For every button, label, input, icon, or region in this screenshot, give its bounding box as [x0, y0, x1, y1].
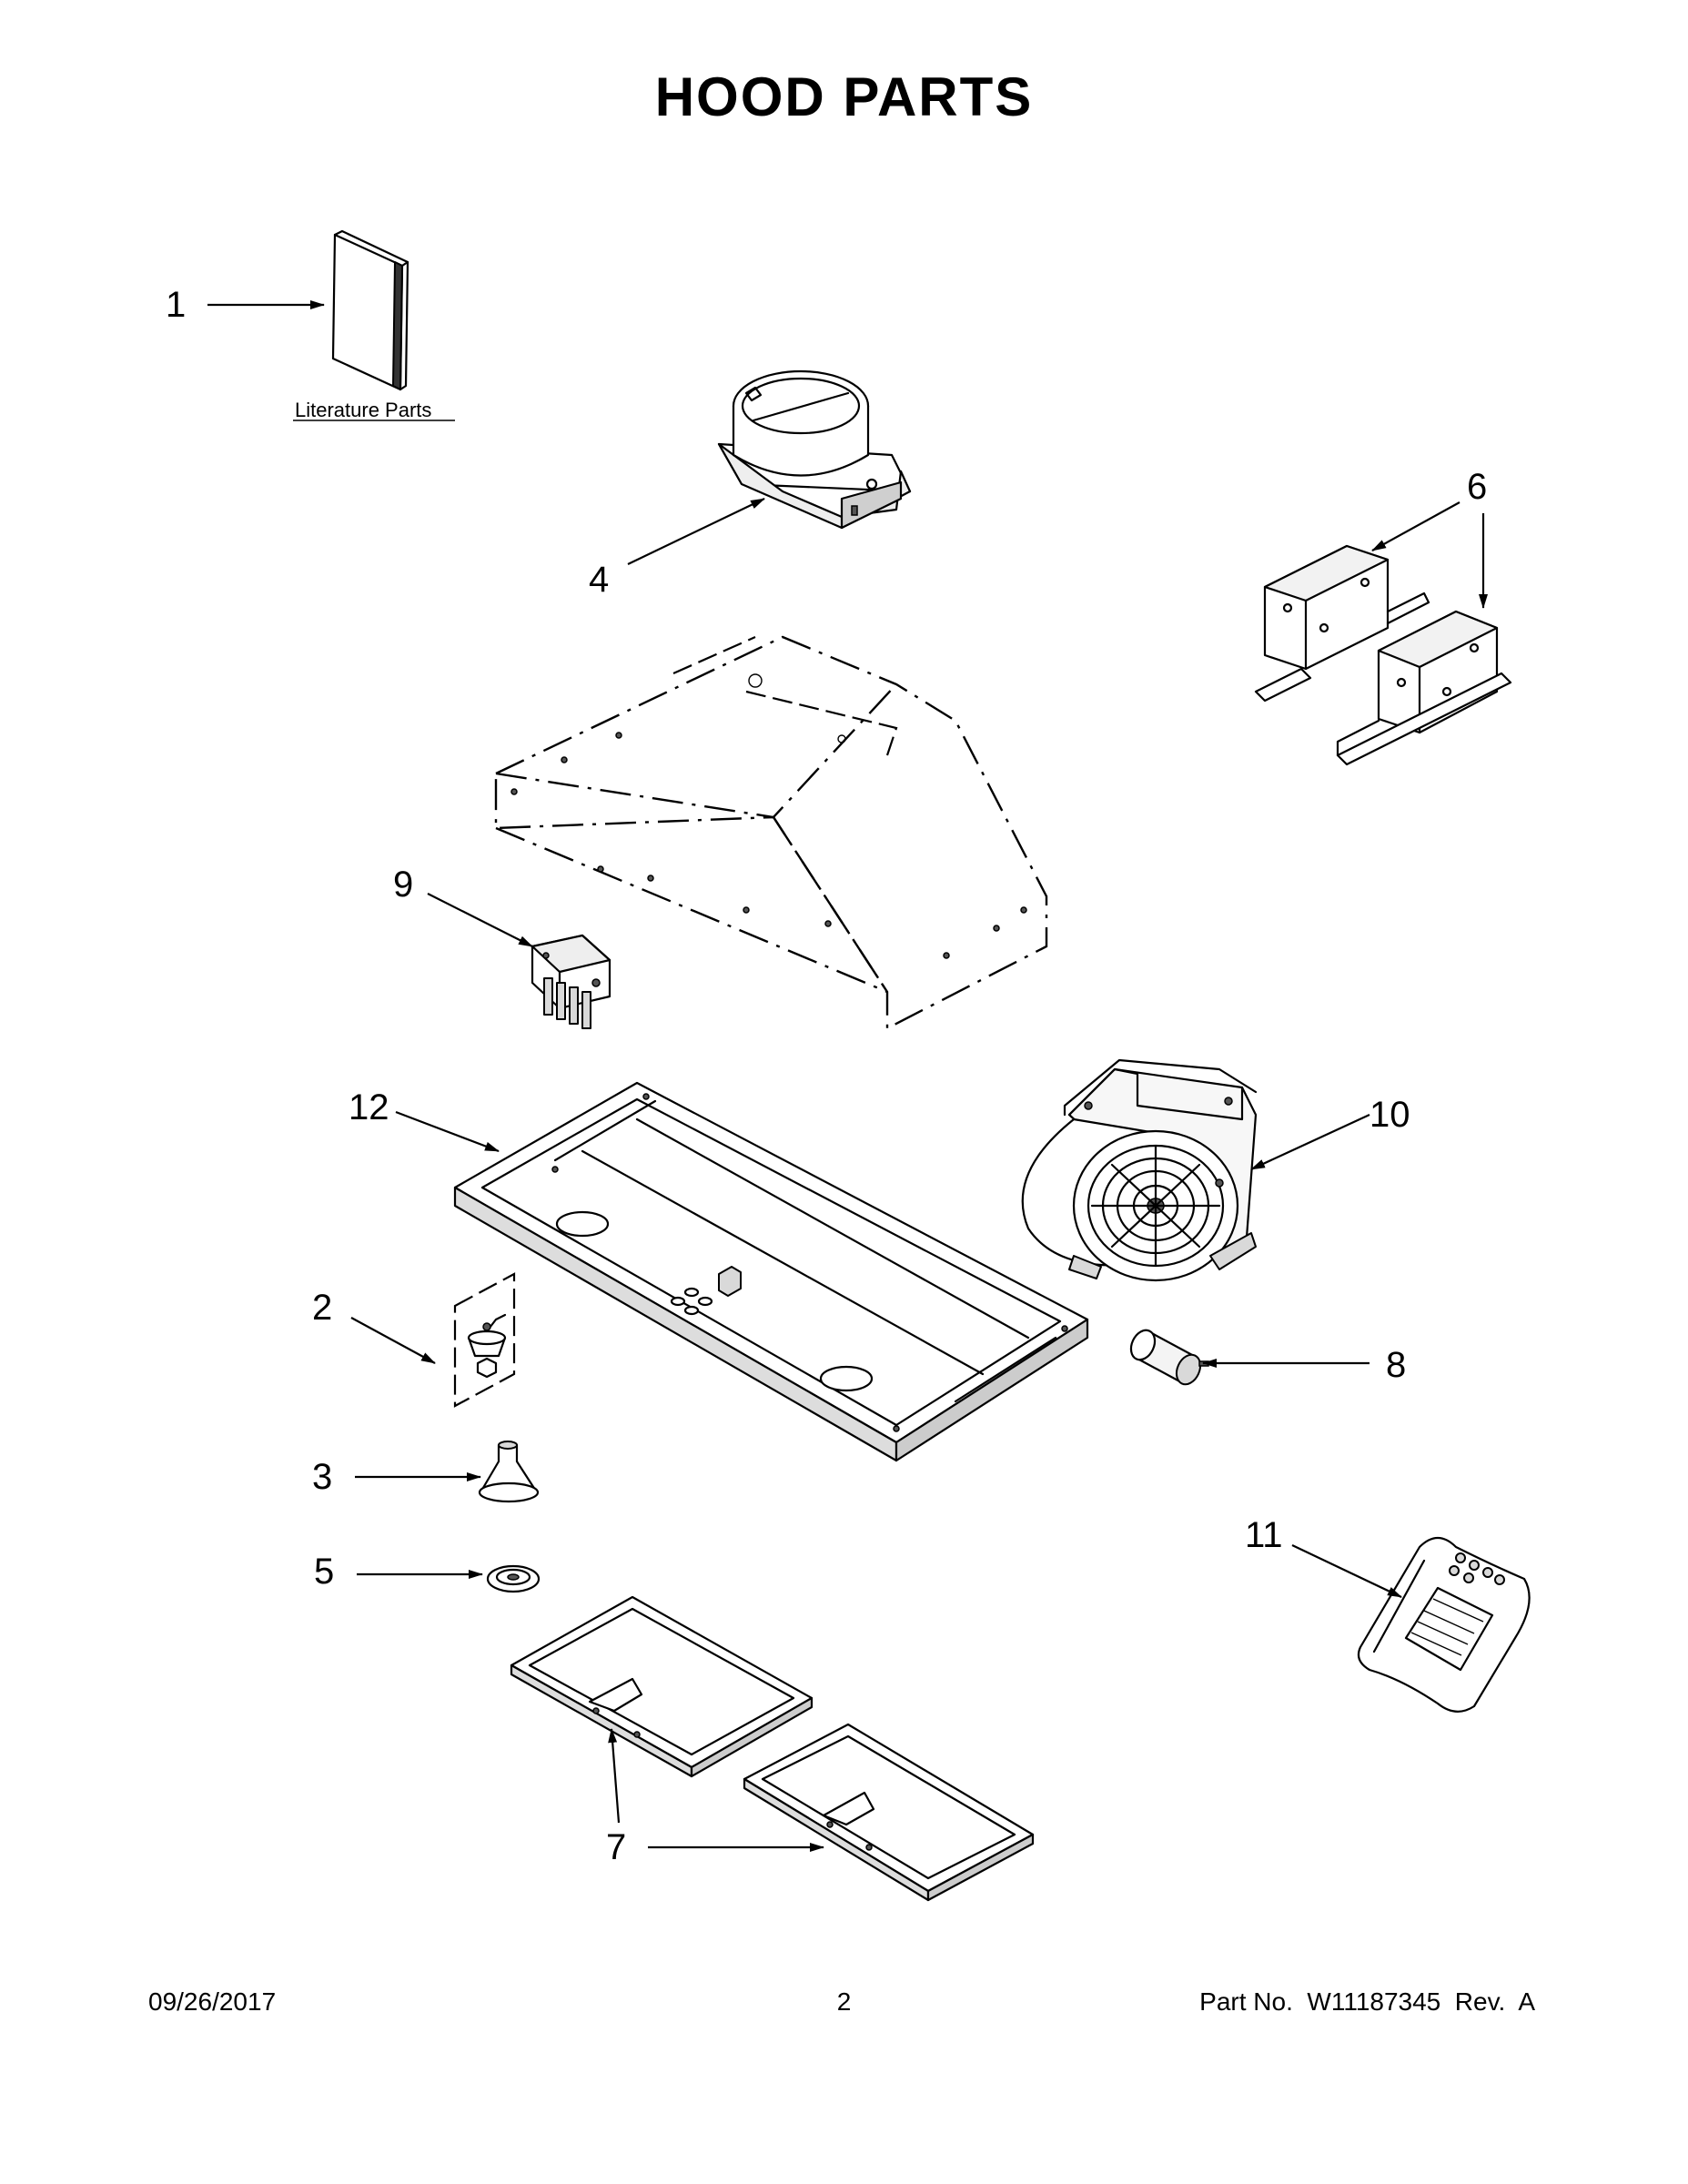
literature-parts-label: Literature Parts [295, 399, 431, 421]
callout-7: 7 [606, 1827, 626, 1867]
leader-11 [1291, 1544, 1402, 1598]
callout-12: 12 [349, 1087, 389, 1127]
callout-1: 1 [166, 285, 186, 325]
literature-booklet-part [331, 229, 409, 391]
capacitor-part [1129, 1329, 1209, 1386]
callout-9: 9 [393, 864, 413, 905]
footer-date: 09/26/2017 [148, 1987, 277, 2016]
leader-10 [1250, 1114, 1370, 1170]
grease-filter-part-b [743, 1723, 1035, 1902]
callout-2: 2 [312, 1288, 332, 1328]
bottom-frame-part [453, 1081, 1089, 1462]
leader-9 [427, 893, 533, 947]
mounting-brackets-part [1254, 544, 1512, 766]
switch-module-part [531, 934, 612, 1029]
leader-7a [608, 1728, 621, 1824]
leader-2 [350, 1317, 436, 1364]
blower-assembly-part [1021, 1058, 1258, 1282]
callout-11: 11 [1245, 1515, 1283, 1555]
footer-part-number: Part No. W11187345 Rev. A [1199, 1987, 1535, 2016]
hood-canopy-phantom [494, 635, 1048, 1030]
lamp-socket-part [453, 1272, 516, 1408]
light-cover-part [486, 1564, 541, 1593]
callout-4: 4 [589, 560, 609, 600]
grease-filter-part-a [510, 1595, 814, 1778]
page-title: HOOD PARTS [654, 66, 1034, 127]
light-lens-part [478, 1441, 540, 1503]
callout-10: 10 [1370, 1095, 1410, 1135]
leader-4 [627, 498, 765, 565]
callout-6: 6 [1467, 467, 1487, 507]
callout-8: 8 [1386, 1345, 1406, 1385]
callout-5: 5 [314, 1552, 334, 1592]
hardware-bag-part [1357, 1536, 1531, 1713]
footer-page-number: 2 [836, 1987, 852, 2016]
leader-6a [1371, 501, 1461, 551]
callout-3: 3 [312, 1457, 332, 1497]
leader-12 [395, 1110, 500, 1153]
damper-collar-part [717, 369, 912, 530]
